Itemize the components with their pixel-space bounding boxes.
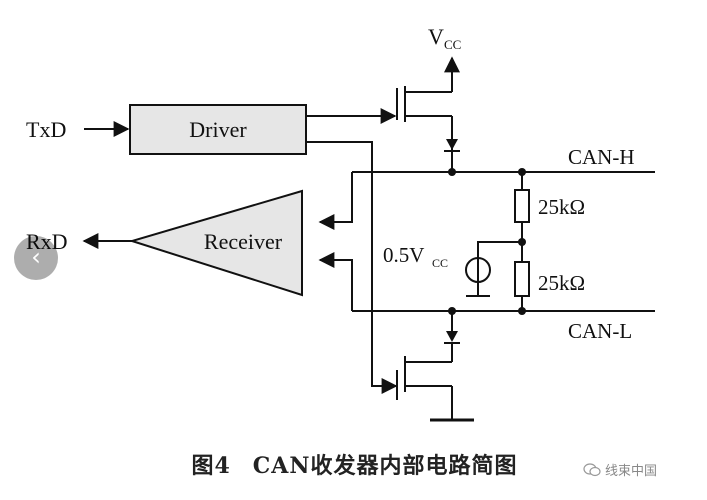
can-h-label: CAN-H — [568, 145, 635, 169]
driver-block: Driver — [129, 104, 307, 155]
prev-image-button[interactable]: ‹ — [14, 236, 58, 280]
resistor-bottom-label: 25kΩ — [538, 271, 585, 295]
high-side-diode — [444, 139, 460, 172]
resistor-top-label: 25kΩ — [538, 195, 585, 219]
half-vcc-source — [465, 241, 522, 297]
can-l-label: CAN-L — [568, 319, 632, 343]
vcc-label: V — [428, 24, 444, 49]
chevron-left-icon: ‹ — [31, 242, 41, 271]
high-side-mosfet — [396, 86, 453, 150]
figure-title: CAN收发器内部电路简图 — [252, 453, 518, 479]
receiver-block: Receiver — [128, 189, 303, 297]
can-h-to-receiver — [318, 172, 353, 230]
figure-caption: 图4 CAN收发器内部电路简图 — [0, 448, 707, 480]
watermark-text: 线束中国 — [605, 464, 658, 479]
vcc-subscript: CC — [444, 37, 461, 52]
resistor-divider — [514, 172, 530, 311]
txd-label: TxD — [26, 117, 66, 142]
watermark: 线束中国 — [583, 460, 657, 479]
low-side-diode — [444, 311, 460, 362]
vcc-supply: V CC — [428, 24, 461, 92]
driver-label: Driver — [189, 117, 247, 142]
wechat-icon — [583, 462, 601, 476]
figure-number: 图4 — [191, 453, 231, 479]
rxd-label: RxD — [26, 229, 68, 254]
half-vcc-label: 0.5V — [383, 243, 424, 267]
receiver-label: Receiver — [204, 229, 283, 254]
driver-to-low-gate — [306, 141, 398, 394]
low-side-mosfet — [396, 356, 453, 420]
can-l-to-receiver — [318, 252, 353, 311]
half-vcc-subscript: CC — [432, 256, 448, 270]
